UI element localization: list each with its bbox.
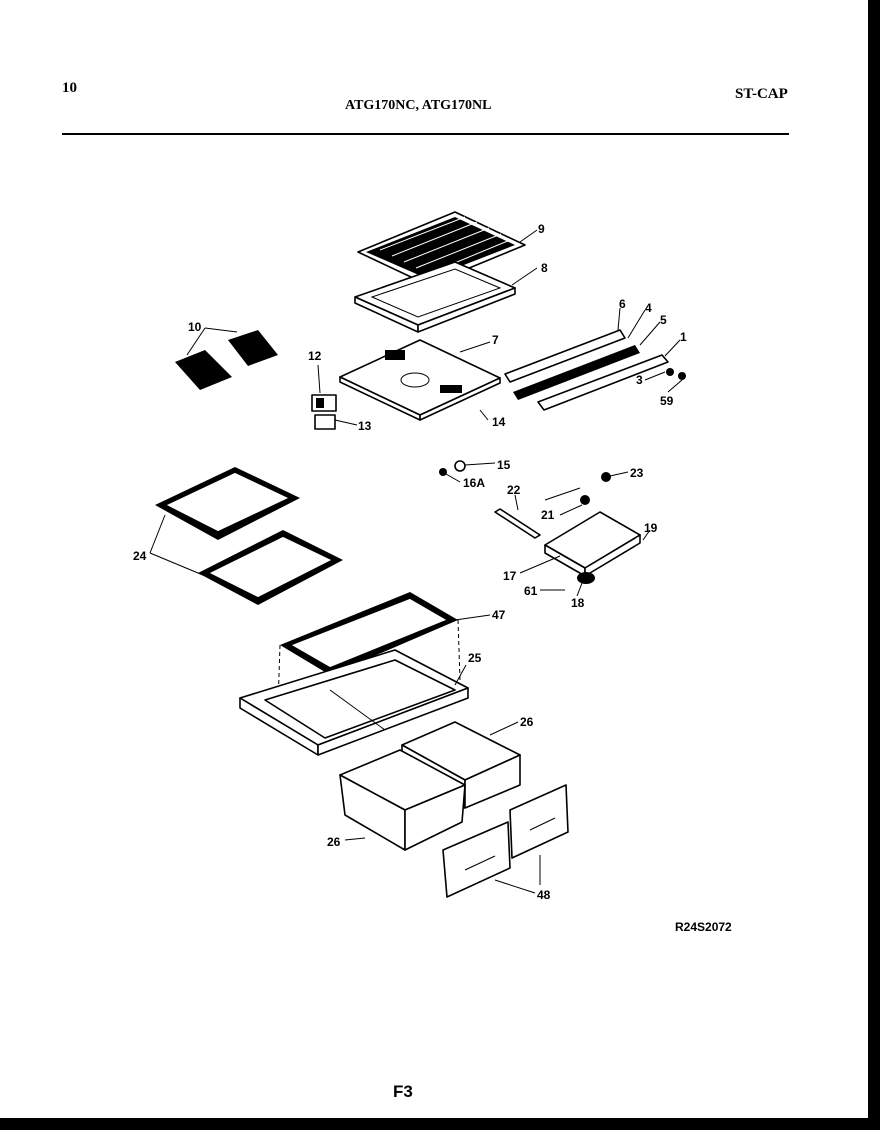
exploded-parts-diagram: 9 8 6 4 5 1 3 59 10 12 7 13 14 15 16A 22…	[133, 211, 687, 902]
callout-label: 18	[571, 596, 585, 610]
callout-label: 15	[497, 458, 511, 472]
model-numbers: ATG170NC, ATG170NL	[345, 98, 492, 113]
part-pan-fronts	[442, 784, 569, 898]
callout-label: 21	[541, 508, 555, 522]
part-control-plate	[339, 339, 501, 421]
part-small-racks	[175, 330, 278, 390]
callout-label: 24	[133, 549, 147, 563]
part-rails	[504, 329, 686, 411]
part-wire-shelves	[155, 467, 343, 605]
part-crisper-cover	[277, 592, 461, 706]
callout-label: 59	[660, 394, 674, 408]
callout-label: 13	[358, 419, 372, 433]
callout-label: 47	[492, 608, 506, 622]
page-number: 10	[62, 80, 77, 96]
callout-label: 5	[660, 313, 667, 327]
section-code: ST-CAP	[735, 86, 788, 102]
part-damper-housing	[544, 472, 641, 584]
callout-label: 7	[492, 333, 499, 347]
callout-label: 17	[503, 569, 517, 583]
callout-label: 19	[644, 521, 658, 535]
callout-label: 23	[630, 466, 644, 480]
callout-label: 6	[619, 297, 626, 311]
figure-id: F3	[393, 1082, 413, 1101]
callout-label: 22	[507, 483, 521, 497]
part-clip	[439, 460, 466, 476]
callout-label: 61	[524, 584, 538, 598]
callout-label: 26	[520, 715, 534, 729]
callout-label: 12	[308, 349, 322, 363]
part-shelf-frame	[354, 261, 516, 333]
callout-label: 48	[537, 888, 551, 902]
callout-label: 16A	[463, 476, 485, 490]
diagram-sheet: 10 ATG170NC, ATG170NL ST-CAP	[0, 0, 868, 1118]
part-crisper-frame	[239, 649, 469, 756]
part-crisper-pans	[339, 721, 521, 851]
callout-label: 14	[492, 415, 506, 429]
callout-label: 10	[188, 320, 202, 334]
header-rule	[62, 133, 789, 135]
callout-label: 8	[541, 261, 548, 275]
part-bracket	[311, 394, 337, 430]
callout-label: 25	[468, 651, 482, 665]
callout-label: 3	[636, 373, 643, 387]
callout-label: 9	[538, 222, 545, 236]
callout-label: 1	[680, 330, 687, 344]
callout-label: 26	[327, 835, 341, 849]
reference-code: R24S2072	[675, 920, 732, 934]
leader-lines	[149, 229, 683, 894]
part-rod	[494, 508, 541, 539]
callout-label: 4	[645, 301, 652, 315]
callout-labels: 9 8 6 4 5 1 3 59 10 12 7 13 14 15 16A 22…	[133, 222, 687, 902]
